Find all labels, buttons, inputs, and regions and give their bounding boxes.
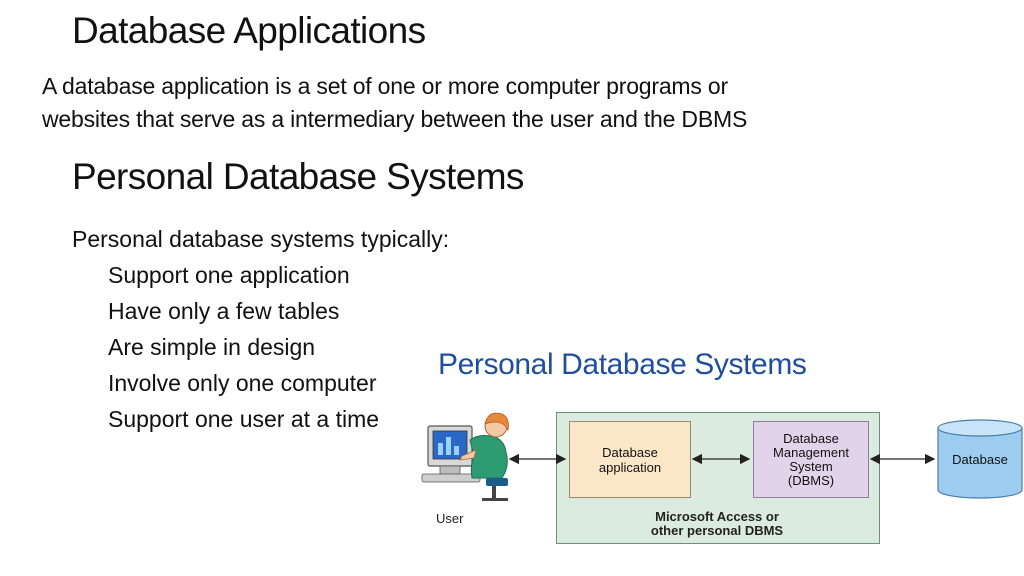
dbms-label-line: System [789, 458, 833, 474]
list-intro: Personal database systems typically: [72, 226, 450, 252]
heading-database-applications: Database Applications [72, 10, 426, 51]
diagram-title: Personal Database Systems [438, 348, 807, 381]
dbms-label-line: Database [783, 430, 839, 446]
definition-line-1: A database application is a set of one o… [42, 73, 728, 99]
diagram-graphics [421, 412, 1023, 501]
database-label: Database [952, 452, 1008, 467]
definition-paragraph: A database application is a set of one o… [42, 70, 942, 136]
definition-line-2: websites that serve as a intermediary be… [42, 106, 748, 132]
environment-label-line: other personal DBMS [650, 523, 784, 538]
app-label-line: application [598, 459, 662, 475]
user-label: User [436, 511, 464, 526]
database-cylinder-icon [937, 419, 1023, 499]
list-item: Are simple in design [108, 334, 316, 360]
list-item: Support one application [108, 262, 350, 288]
environment-label-line: Microsoft Access or [655, 509, 779, 524]
database-application-box: Database application [569, 421, 691, 498]
dbms-label-line: Management [773, 444, 849, 460]
environment-label: Microsoft Access or other personal DBMS [556, 510, 878, 538]
list-item: Have only a few tables [108, 298, 340, 324]
heading-personal-database-systems: Personal Database Systems [72, 156, 524, 197]
personal-dbms-diagram: Personal Database Systems Database appli… [412, 338, 1024, 576]
list-item: Support one user at a time [108, 406, 380, 432]
dbms-box: Database Management System (DBMS) [753, 421, 869, 498]
dbms-label-line: (DBMS) [787, 472, 835, 488]
app-label-line: Database [602, 444, 658, 460]
list-item: Involve only one computer [108, 370, 377, 396]
user-at-computer-icon [421, 412, 509, 501]
